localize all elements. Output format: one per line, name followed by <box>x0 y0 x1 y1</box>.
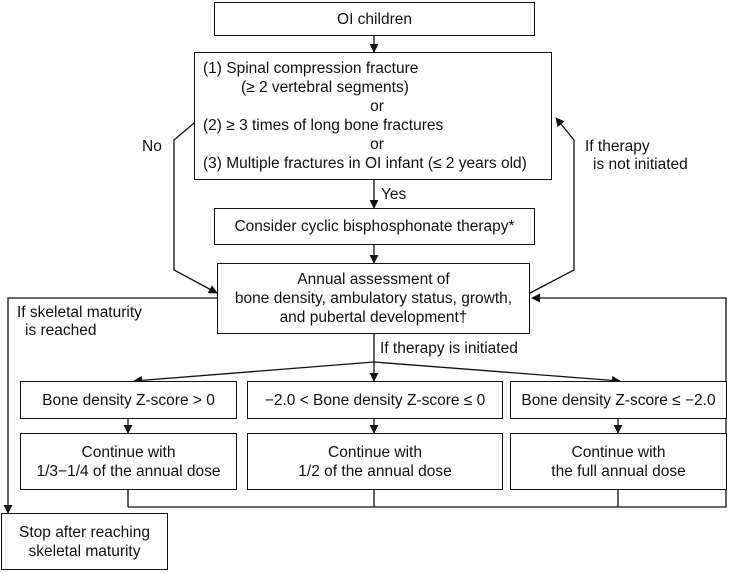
zscore-right-text: Bone density Z-score ≤ −2.0 <box>521 391 716 409</box>
assessment-line-2: bone density, ambulatory status, growth, <box>234 290 513 307</box>
arrow-not-initiated-path <box>529 117 575 294</box>
label-therapy-initiated: If therapy is initiated <box>380 340 518 357</box>
criterion-2: (2) ≥ 3 times of long bone fractures <box>203 117 444 134</box>
label-no: No <box>142 138 162 155</box>
label-not-initiated: If therapy is not initiated <box>585 138 688 174</box>
zscore-left-text: Bone density Z-score > 0 <box>42 391 215 409</box>
dose-mid-box: Continue with 1/2 of the annual dose <box>247 433 503 490</box>
stop-box: Stop after reaching skeletal maturity <box>1 513 168 570</box>
label-yes: Yes <box>381 186 407 203</box>
label-skeletal-line-2: is reached <box>25 322 97 339</box>
arrow-skeletal-maturity-path <box>3 297 217 514</box>
consider-therapy-box: Consider cyclic bisphosphonate therapy* <box>214 208 535 245</box>
criterion-3: (3) Multiple fractures in OI infant (≤ 2… <box>203 155 527 172</box>
assessment-line-1: Annual assessment of <box>297 271 450 288</box>
start-box: OI children <box>214 2 535 36</box>
label-not-initiated-line-1: If therapy <box>585 138 650 155</box>
dose-left-line-1: Continue with <box>81 443 176 461</box>
criteria-box: (1) Spinal compression fracture (≥ 2 ver… <box>194 52 552 180</box>
zscore-left-box: Bone density Z-score > 0 <box>20 381 237 419</box>
annual-assessment-box: Annual assessment of bone density, ambul… <box>217 263 530 334</box>
assessment-line-3: and pubertal development† <box>279 309 468 326</box>
or-2: or <box>370 136 384 153</box>
arrow-branch-right <box>373 361 621 385</box>
start-text: OI children <box>337 10 412 28</box>
zscore-right-box: Bone density Z-score ≤ −2.0 <box>510 381 727 419</box>
label-skeletal-line-1: If skeletal maturity <box>17 304 142 321</box>
label-not-initiated-line-2: is not initiated <box>593 156 688 173</box>
zscore-mid-box: −2.0 < Bone density Z-score ≤ 0 <box>247 381 503 419</box>
label-skeletal-maturity: If skeletal maturity is reached <box>17 304 142 340</box>
criterion-1: (1) Spinal compression fracture <box>203 60 419 77</box>
zscore-mid-text: −2.0 < Bone density Z-score ≤ 0 <box>264 391 486 409</box>
arrow-branch-left <box>133 361 375 385</box>
dose-right-line-2: the full annual dose <box>551 462 686 480</box>
consider-therapy-text: Consider cyclic bisphosphonate therapy* <box>234 218 515 235</box>
dose-left-box: Continue with 1/3−1/4 of the annual dose <box>20 433 237 490</box>
stop-line-2: skeletal maturity <box>28 542 141 560</box>
criterion-1-detail: (≥ 2 vertebral segments) <box>241 79 409 96</box>
dose-right-line-1: Continue with <box>571 443 666 461</box>
stop-line-1: Stop after reaching <box>19 523 150 541</box>
dose-left-line-2: 1/3−1/4 of the annual dose <box>36 462 221 480</box>
arrow-no-path <box>173 122 218 294</box>
dose-mid-line-2: 1/2 of the annual dose <box>298 462 452 480</box>
dose-right-box: Continue with the full annual dose <box>510 433 727 490</box>
dose-mid-line-1: Continue with <box>328 443 422 461</box>
or-1: or <box>370 98 384 115</box>
